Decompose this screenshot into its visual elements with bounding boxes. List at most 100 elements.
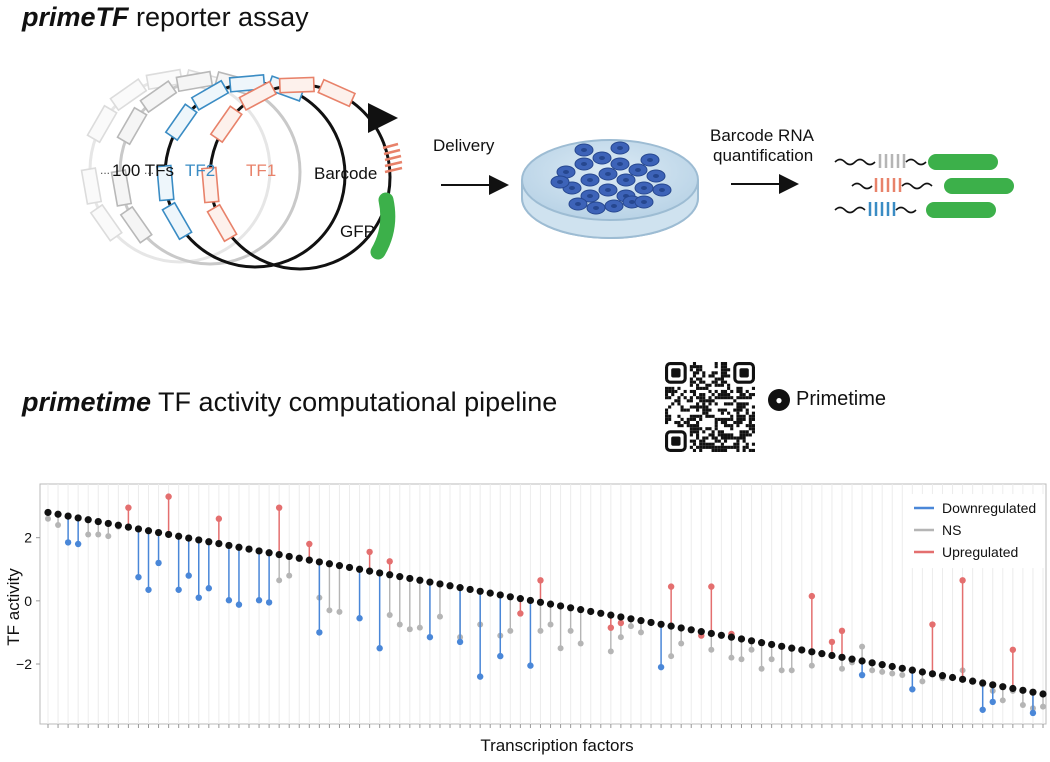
pipeline-title-bold: primetime (22, 387, 152, 417)
qr-module (699, 445, 703, 449)
activity-point (707, 629, 715, 638)
qr-module (720, 396, 724, 400)
downregulated-point (205, 585, 213, 592)
qr-module (708, 433, 712, 437)
ns-point (668, 653, 675, 660)
upregulated-point (125, 504, 132, 511)
ns-point (507, 627, 514, 634)
qr-code[interactable] (665, 362, 755, 452)
qr-module (686, 408, 690, 412)
ns-point (788, 667, 795, 674)
qr-module (674, 420, 678, 425)
activity-point (144, 527, 153, 535)
qr-module (727, 411, 731, 415)
qr-module (692, 442, 697, 446)
qr-module (733, 399, 737, 403)
qr-module (711, 433, 715, 437)
qr-module (748, 417, 752, 421)
ns-point (617, 634, 624, 641)
qr-module (727, 436, 731, 440)
qr-module (742, 448, 746, 452)
qr-module (723, 396, 728, 400)
qr-module (692, 374, 697, 378)
qr-module (733, 436, 737, 440)
qr-module (736, 420, 740, 425)
qr-module (702, 436, 706, 440)
plasmid-stack: 100 TFs ... ... TF2 TF1 Barcode GFP (80, 68, 403, 271)
qr-module (683, 408, 687, 412)
qr-module (699, 377, 703, 381)
qr-module (705, 399, 709, 403)
ns-point (728, 654, 735, 661)
qr-module (723, 389, 728, 394)
qr-module (736, 386, 740, 390)
qr-module (745, 445, 749, 449)
qr-module (711, 380, 715, 384)
ns-point (547, 621, 554, 628)
tf1-gene-box (238, 80, 278, 112)
qr-module (702, 380, 706, 384)
qr-module (730, 389, 734, 394)
y-tick-label: 2 (24, 530, 32, 546)
qr-module (751, 386, 755, 390)
tfs-label: 100 TFs (112, 161, 174, 180)
qr-module (674, 389, 678, 394)
activity-point (426, 578, 434, 586)
ns-point (859, 643, 866, 650)
qr-module (696, 405, 700, 409)
qr-module (717, 396, 721, 400)
qr-module (696, 436, 700, 440)
qr-module (699, 417, 703, 421)
ns-point (879, 668, 886, 675)
qr-module (689, 365, 693, 369)
qr-module (745, 402, 749, 406)
activity-point (969, 677, 977, 685)
qr-module (677, 424, 681, 428)
activity-point (44, 508, 52, 517)
activity-point (737, 635, 746, 643)
qr-module (742, 439, 746, 443)
qr-module (739, 433, 743, 437)
ns-point (386, 612, 393, 619)
qr-finder (665, 362, 687, 384)
downregulated-point (456, 638, 464, 646)
qr-module (742, 414, 746, 418)
qr-module (714, 439, 718, 443)
activity-point (215, 540, 223, 548)
qr-module (699, 380, 703, 384)
qr-module (692, 365, 697, 369)
qr-module (733, 442, 737, 446)
qr-module (717, 430, 721, 434)
qr-module (714, 436, 718, 440)
qr-module (739, 386, 743, 390)
quant-label-2: quantification (713, 146, 813, 165)
qr-module (736, 414, 740, 418)
qr-module (702, 411, 706, 415)
activity-point (114, 521, 122, 529)
downregulated-point (858, 671, 866, 679)
upregulated-point (617, 619, 625, 627)
qr-module (692, 414, 697, 418)
qr-module (723, 380, 728, 384)
github-link[interactable]: ● Primetime (768, 388, 886, 411)
qr-module (677, 414, 681, 418)
qr-module (671, 393, 675, 397)
github-icon: ● (768, 388, 790, 411)
qr-module (714, 417, 718, 421)
qr-module (739, 402, 743, 406)
gray-gene-box (119, 205, 153, 244)
qr-module (751, 393, 755, 397)
ns-point (567, 627, 574, 634)
cell-nucleus (557, 180, 563, 184)
qr-module (742, 417, 746, 421)
activity-point (1039, 690, 1047, 698)
cell-nucleus (623, 178, 629, 182)
qr-module (714, 362, 718, 366)
activity-point (205, 538, 213, 546)
qr-module (671, 386, 675, 390)
downregulated-point (909, 686, 916, 693)
qr-module (727, 417, 731, 421)
qr-module (748, 424, 752, 428)
activity-point (627, 615, 635, 623)
downregulated-point (195, 594, 202, 601)
